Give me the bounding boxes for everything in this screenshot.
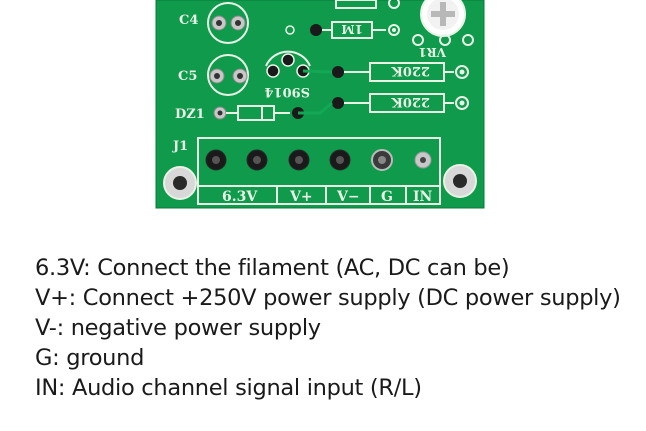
label-dz1: DZ1	[175, 107, 205, 122]
label-resistor-top: 1M	[341, 22, 363, 36]
pin-description-list: 6.3V: Connect the filament (AC, DC can b…	[35, 253, 635, 403]
label-j1: J1	[172, 139, 188, 154]
transistor-s9014: S9014	[264, 50, 311, 99]
pcb-photo: C4 C5 DZ1 S9014 1M	[155, 0, 485, 209]
terminal-pads	[205, 149, 432, 171]
pin-description-6v3: 6.3V: Connect the filament (AC, DC can b…	[35, 255, 510, 281]
label-resistor-a: 220K	[391, 63, 430, 78]
label-transistor: S9014	[264, 84, 310, 99]
label-vr1: VR1	[418, 45, 447, 59]
capacitor-c5	[207, 54, 249, 96]
terminal-label-6v3: 6.3V	[222, 189, 258, 205]
pin-description-input: IN: Audio channel signal input (R/L)	[35, 375, 422, 401]
resistor-220k-b: 220K	[332, 93, 469, 113]
capacitor-c4	[207, 2, 249, 44]
label-c4: C4	[179, 13, 198, 28]
label-resistor-b: 220K	[391, 94, 430, 109]
pin-description-vplus: V+: Connect +250V power supply (DC power…	[35, 285, 621, 311]
mounting-hole-left	[163, 166, 197, 200]
label-c5: C5	[178, 69, 197, 84]
terminal-label-vplus: V+	[289, 189, 313, 205]
terminal-label-in: IN	[413, 189, 433, 205]
mounting-hole-right	[443, 164, 477, 198]
pin-description-vminus: V-: negative power supply	[35, 315, 321, 341]
trimmer-vr1: VR1	[412, 0, 474, 59]
resistor-220k-a: 220K	[332, 62, 469, 82]
pin-description-ground: G: ground	[35, 345, 145, 371]
resistor-1m: 1M	[285, 21, 400, 39]
terminal-label-vminus: V−	[336, 189, 360, 205]
diode-dz1	[213, 105, 304, 121]
terminal-label-g: G	[381, 189, 393, 205]
